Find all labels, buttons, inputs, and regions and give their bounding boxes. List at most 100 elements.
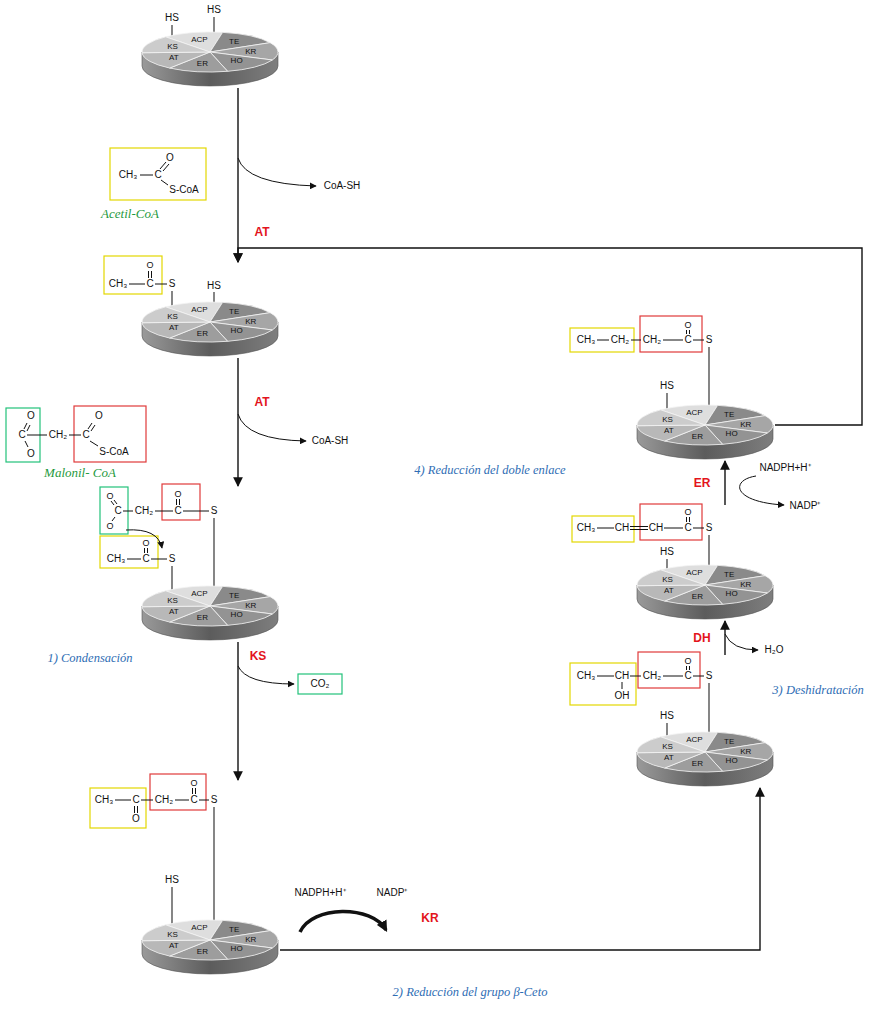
enzyme-wheel: ACPTEKRHOERATKS <box>140 486 280 642</box>
formula-atom: S <box>706 671 713 681</box>
formula-atom: HS <box>660 711 674 721</box>
domain-label: AT <box>664 427 674 435</box>
formula-atom: O <box>142 539 149 548</box>
formula-atom: CH₃ <box>577 671 596 681</box>
domain-label: HO <box>231 611 243 619</box>
chemical-bond <box>179 499 180 505</box>
enzyme-wheel: ACPTEKRHOERATKS <box>140 780 280 976</box>
domain-label: TE <box>229 926 239 934</box>
chemical-bond <box>622 682 623 689</box>
formula-atom: CH₃ <box>119 170 138 180</box>
domain-label: ER <box>197 948 208 956</box>
chemical-bond <box>90 441 98 446</box>
domain-label: KS <box>662 743 673 751</box>
side-arrow <box>126 530 162 548</box>
formula-atom: O <box>106 522 113 531</box>
formula-atom: CH <box>615 671 629 681</box>
domain-label: KR <box>245 318 256 326</box>
enzyme-wheel: ACPTEKRHOERATKS <box>140 262 280 358</box>
formula-atom: OH <box>615 691 630 701</box>
chemical-bond <box>24 423 27 429</box>
cofactor-label: H₂O <box>765 645 784 655</box>
chemical-bond <box>141 800 153 801</box>
chemical-bond <box>175 800 189 801</box>
domain-label: ER <box>692 760 703 768</box>
domain-label: HO <box>231 327 243 335</box>
formula-atom: O <box>174 490 181 499</box>
formula-atom: C <box>190 795 197 805</box>
domain-label: KR <box>245 936 256 944</box>
chemical-bond <box>689 666 690 670</box>
domain-label: HO <box>231 57 243 65</box>
formula-atom: O <box>166 153 174 163</box>
substrate-box <box>150 774 206 810</box>
cofactor-label: CoA-SH <box>324 181 361 191</box>
chemical-bond <box>129 284 145 285</box>
molecule-name: Malonil- CoA <box>44 466 116 479</box>
formula-atom: O <box>146 261 153 270</box>
side-arrow <box>126 158 784 932</box>
chemical-bond <box>693 676 704 677</box>
formula-atom: C <box>146 279 153 289</box>
formula-atom: CH₂ <box>155 795 173 805</box>
domain-label: ACP <box>191 306 207 314</box>
substrate-box <box>640 316 702 352</box>
flow-arrow <box>280 788 760 950</box>
substrate-box <box>90 788 146 828</box>
formula-atom: CH₂ <box>135 506 153 516</box>
chemical-bond <box>663 676 683 677</box>
domain-label: HO <box>231 945 243 953</box>
chemical-bond <box>69 435 81 436</box>
formula-atom: S <box>706 523 713 533</box>
enzyme-arm <box>171 25 172 36</box>
side-arrow <box>740 476 784 505</box>
domain-label: ACP <box>191 590 207 598</box>
domain-label: TE <box>724 738 734 746</box>
enzyme-arm <box>708 347 709 406</box>
chemical-bond <box>151 271 152 278</box>
enzyme-arm <box>213 292 214 303</box>
chemical-bond <box>147 548 148 553</box>
enzyme-label: KR <box>421 912 438 924</box>
domain-label: AT <box>664 587 674 595</box>
formula-atom: O <box>684 508 691 517</box>
domain-label: TE <box>229 308 239 316</box>
enzyme-arm <box>666 559 667 569</box>
formula-atom: O <box>27 449 35 459</box>
formula-atom: S-CoA <box>169 185 198 195</box>
formula-atom: C <box>684 523 691 533</box>
formula-atom: CH₃ <box>577 523 596 533</box>
chemical-bond <box>144 548 145 553</box>
domain-label: ACP <box>686 569 702 577</box>
substrate-box <box>572 516 634 542</box>
chemical-bond <box>91 425 95 431</box>
enzyme-arm <box>172 17 709 924</box>
chemical-bond <box>630 676 641 677</box>
formula-atom: O <box>684 657 691 666</box>
wheel-sector <box>142 591 210 607</box>
chemical-bond <box>199 800 209 801</box>
domain-label: ACP <box>191 36 207 44</box>
chemical-bond <box>693 340 704 341</box>
chemical-bond <box>27 435 47 436</box>
cofactor-label: NADPH+H⁺ <box>294 888 345 898</box>
domain-label: KR <box>245 602 256 610</box>
enzyme-arm <box>171 887 172 924</box>
domain-label: ER <box>692 593 703 601</box>
cofactor-label: CO₂ <box>311 679 330 689</box>
step-title: 1) Condensación <box>47 652 132 665</box>
formula-atom: HS <box>660 381 674 391</box>
domain-label: HO <box>726 757 738 765</box>
domain-label: ER <box>197 614 208 622</box>
formula-atom: HS <box>165 875 179 885</box>
enzyme-label: AT <box>254 226 269 238</box>
substrate-box <box>162 484 200 520</box>
chemical-bond <box>192 788 193 794</box>
substrate-box <box>100 536 158 568</box>
enzyme-arm <box>213 807 214 921</box>
formula-atom: HS <box>165 13 179 23</box>
enzyme-arm <box>171 566 172 590</box>
enzyme-arm <box>213 518 214 587</box>
wheel-shape <box>140 4 280 88</box>
flow-arrow <box>237 642 238 780</box>
